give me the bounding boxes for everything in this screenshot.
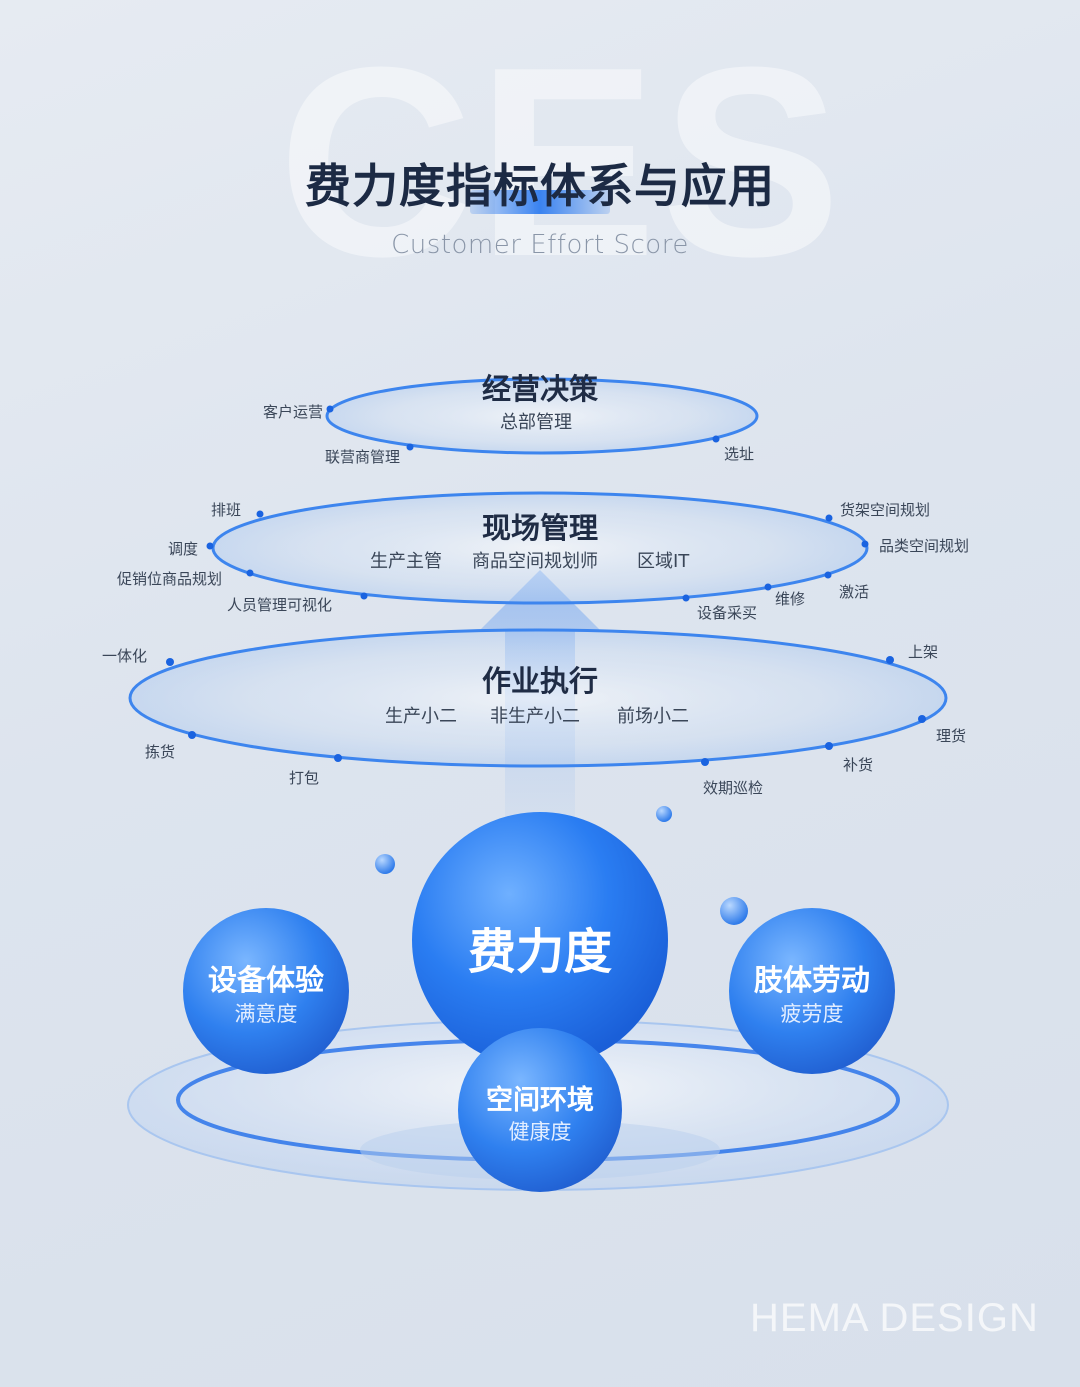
dot-xiaoqi — [701, 758, 709, 766]
dot-jianhuo — [188, 731, 196, 739]
label-middle: 人员管理可视化 — [227, 596, 333, 614]
dot-jihuo — [824, 571, 832, 579]
label-bottom: 效期巡检 — [703, 779, 764, 797]
dot-renyuan — [360, 592, 368, 600]
level-middle-role: 区域IT — [637, 551, 690, 572]
bubble-1 — [375, 854, 395, 874]
page-subtitle: Customer Effort Score — [391, 230, 689, 260]
dot-pinlei — [861, 540, 869, 548]
label-middle: 调度 — [168, 540, 199, 558]
sphere-left — [183, 908, 349, 1074]
label-bottom: 上架 — [908, 643, 939, 661]
label-bottom: 打包 — [289, 769, 320, 787]
bubble-2 — [656, 806, 672, 822]
sphere-bottom-title: 空间环境 — [486, 1085, 594, 1116]
page-title: 费力度指标体系与应用 — [305, 159, 775, 213]
sphere-center — [412, 812, 668, 1068]
level-top-title: 经营决策 — [481, 372, 598, 406]
sphere-right-title: 肢体劳动 — [753, 963, 870, 997]
level-middle-role: 商品空间规划师 — [472, 551, 598, 572]
level-bottom-role: 前场小二 — [617, 706, 689, 727]
dot-lihuo — [918, 715, 926, 723]
background-letters: CES — [278, 12, 846, 313]
ring-dots — [166, 405, 926, 766]
dot-xuanzhi — [712, 435, 720, 443]
dot-huojia — [825, 514, 833, 522]
dot-shangjia — [886, 656, 894, 664]
label-top: 客户运营 — [263, 403, 324, 421]
level-middle-title: 现场管理 — [481, 511, 598, 545]
sphere-right — [729, 908, 895, 1074]
level-middle-role: 生产主管 — [370, 551, 442, 572]
title-highlight-bar — [470, 190, 610, 214]
level-bottom-role: 非生产小二 — [490, 706, 580, 727]
ring-bottom — [128, 628, 948, 768]
brand-watermark: HEMA DESIGN — [750, 1296, 1039, 1340]
dot-kehu — [326, 405, 334, 413]
sphere-center-title: 费力度 — [467, 924, 612, 980]
dot-diaodu — [206, 542, 214, 550]
sphere-right-subtitle: 疲劳度 — [780, 1002, 844, 1026]
sphere-left-title: 设备体验 — [207, 963, 324, 997]
bubble-3 — [720, 897, 748, 925]
level-bottom-role: 生产小二 — [385, 706, 457, 727]
label-bottom: 补货 — [843, 756, 874, 774]
dot-paiban — [256, 510, 264, 518]
level-bottom-title: 作业执行 — [481, 664, 598, 698]
sphere-bottom — [458, 1028, 622, 1192]
ring-top — [325, 377, 759, 455]
ring-middle — [211, 491, 869, 605]
dot-cuxiao — [246, 569, 254, 577]
dot-lianying — [406, 443, 414, 451]
label-middle: 激活 — [839, 583, 870, 601]
label-bottom: 理货 — [936, 727, 967, 745]
label-middle: 维修 — [775, 590, 806, 608]
label-top: 联营商管理 — [325, 448, 401, 466]
dot-buhuo — [825, 742, 833, 750]
label-middle: 品类空间规划 — [879, 537, 970, 555]
label-bottom: 拣货 — [145, 743, 176, 761]
label-bottom: 一体化 — [102, 647, 148, 665]
sphere-bottom-subtitle: 健康度 — [508, 1120, 572, 1144]
dot-yitihua — [166, 658, 174, 666]
label-middle: 促销位商品规划 — [117, 570, 223, 588]
dot-dabao — [334, 754, 342, 762]
dot-shebei — [682, 594, 690, 602]
sphere-left-subtitle: 满意度 — [234, 1002, 298, 1026]
label-middle: 排班 — [211, 501, 242, 519]
dot-weixiu — [764, 583, 772, 591]
label-middle: 货架空间规划 — [840, 501, 931, 519]
label-middle: 设备采买 — [697, 604, 758, 622]
label-top: 选址 — [724, 445, 755, 463]
level-top-role: 总部管理 — [500, 412, 572, 433]
